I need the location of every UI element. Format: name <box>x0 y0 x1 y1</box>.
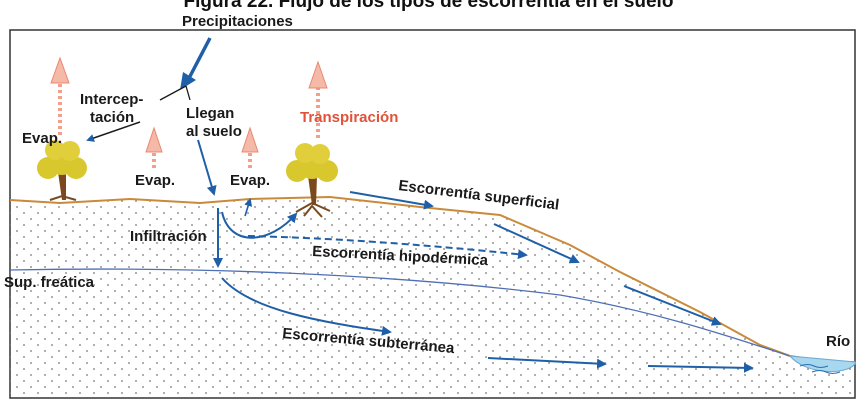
figure-title: Figura 22. Flujo de los tipos de escorre… <box>183 0 674 12</box>
tree-right <box>286 143 338 218</box>
groundwater-runoff-arrow <box>647 362 754 373</box>
evaporation-arrow <box>145 126 163 168</box>
surface-runoff-arrow <box>623 285 722 326</box>
label-evap-mid2: Evap. <box>230 172 270 189</box>
river-wave <box>799 364 829 368</box>
interception-split-line <box>159 85 187 101</box>
label-sup-freatica: Sup. freática <box>4 274 95 291</box>
evaporation-arrow <box>241 126 259 168</box>
precipitation-arrow <box>180 37 212 90</box>
groundwater-runoff-arrow <box>221 277 392 336</box>
tree-left <box>37 140 87 201</box>
label-llegan-line1: Llegan <box>186 105 234 122</box>
river-wave <box>811 370 841 374</box>
evaporation-arrow <box>50 56 70 135</box>
soil-evaporation-arrow <box>244 198 253 217</box>
soil-body <box>10 197 855 398</box>
root-uptake-arrow <box>221 211 298 239</box>
surface-runoff-arrow <box>349 191 434 210</box>
label-evap-left: Evap. <box>22 130 62 147</box>
water-table-line <box>9 268 791 357</box>
label-evap-mid1: Evap. <box>135 172 175 189</box>
label-rio: Río <box>826 333 850 350</box>
groundwater-runoff-arrow <box>487 357 607 369</box>
label-llegan-line2: al suelo <box>186 123 242 140</box>
river <box>788 355 856 373</box>
label-interceptacion-line1: Intercep- <box>80 91 143 108</box>
label-infiltracion: Infiltración <box>130 228 207 245</box>
label-transpiracion: Transpiración <box>300 109 398 126</box>
surface-runoff-arrow <box>493 223 580 264</box>
reach-ground-split-line <box>185 85 191 101</box>
reach-ground-arrow <box>197 139 217 196</box>
label-interceptacion-line2: tación <box>90 109 134 126</box>
transpiration-arrow <box>308 60 328 138</box>
interception-arrow <box>86 121 141 142</box>
label-precipitaciones: Precipitaciones <box>182 13 293 30</box>
